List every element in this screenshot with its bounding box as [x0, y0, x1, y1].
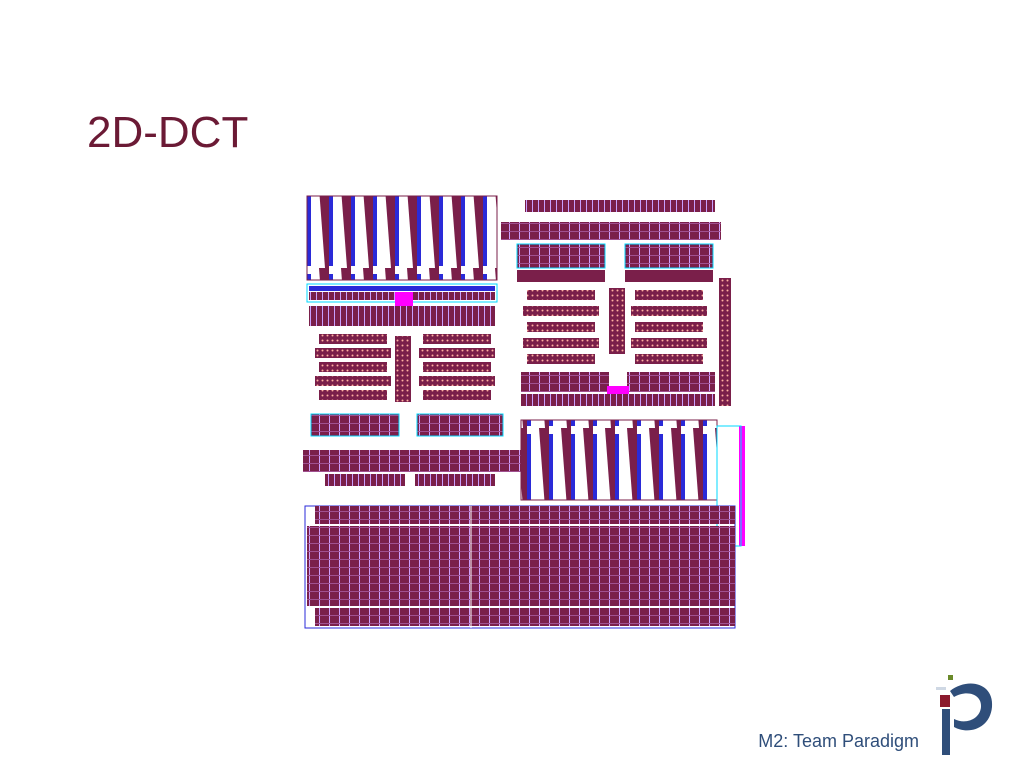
footer-team-name: M2: Team Paradigm [758, 731, 919, 751]
paradigm-p-logo-icon [936, 675, 993, 755]
block-left-register-a [310, 413, 400, 437]
block-top-right-header [525, 200, 715, 212]
block-left-register-b [416, 413, 504, 437]
via-magenta-3 [739, 426, 745, 546]
slide-title: 2D-DCT [87, 108, 249, 157]
logic-right-columns [523, 278, 731, 406]
block-top-left-teeth [306, 195, 498, 281]
chip-layout-image [303, 195, 745, 629]
block-bottom-right-teeth [520, 419, 718, 501]
via-magenta-1 [395, 292, 413, 306]
logic-left-columns [315, 334, 495, 402]
